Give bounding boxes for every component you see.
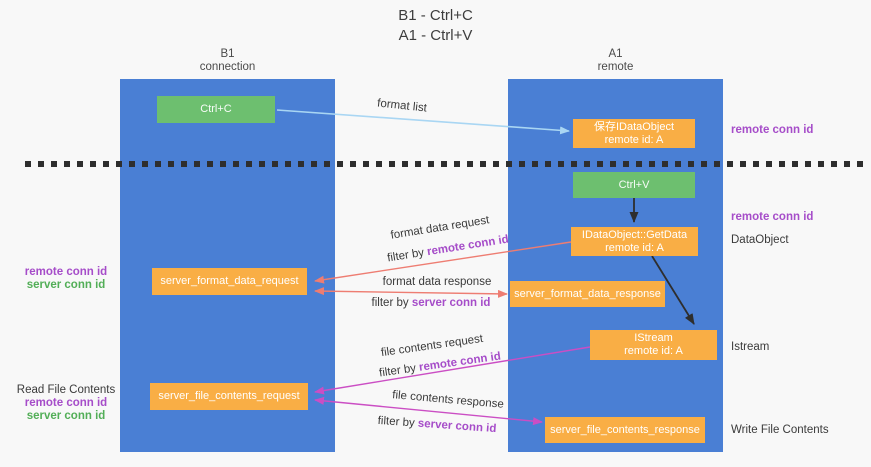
title-line-2: A1 - Ctrl+V <box>398 27 473 44</box>
server-format-data-request-label: server_format_data_request <box>160 275 299 287</box>
diagram-title: B1 - Ctrl+C A1 - Ctrl+V <box>0 6 871 46</box>
server-format-data-response-label: server_format_data_response <box>514 287 661 300</box>
annotation-dataobject: DataObject <box>731 234 789 246</box>
edge-label-filter-file-response: filter by server conn id <box>377 415 496 435</box>
lane-a1-role: remote <box>597 61 634 73</box>
annotation-istream: Istream <box>731 341 770 353</box>
annotation-read-file-contents: Read File Contents remote conn id server… <box>6 384 126 423</box>
node-server-format-data-response: server_format_data_response <box>510 281 665 307</box>
istream-line2: remote id: A <box>624 345 683 357</box>
annotation-format-conn-ids: remote conn id server conn id <box>6 266 126 292</box>
server-file-contents-request-label: server_file_contents_request <box>158 390 300 402</box>
filter-prefix: filter by <box>386 246 425 265</box>
save-idataobject-line1: 保存IDataObject <box>593 120 675 133</box>
edge-label-format-list: format list <box>377 97 428 114</box>
file-contents-response-text: file contents response <box>391 389 505 411</box>
filter-key-server-conn-id: server conn id <box>417 417 497 436</box>
annotation-server-conn-id: server conn id <box>26 410 106 422</box>
format-list-text: format list <box>376 97 428 115</box>
lane-b1-role: connection <box>199 61 256 73</box>
edge-label-filter-format-response: filter by server conn id <box>372 297 491 309</box>
filter-prefix: filter by <box>371 297 409 309</box>
node-server-file-contents-request: server_file_contents_request <box>150 383 308 410</box>
save-idataobject-line2: remote id: A <box>604 133 664 146</box>
annotation-write-file-contents: Write File Contents <box>731 424 829 436</box>
annotation-remote-conn-id-save: remote conn id <box>731 124 814 136</box>
edge-label-format-data-response: format data response <box>383 276 492 288</box>
edge-label-file-contents-response: file contents response <box>392 389 504 411</box>
ctrl-c-label: Ctrl+C <box>200 103 232 115</box>
node-save-idataobject: 保存IDataObject remote id: A <box>573 119 695 148</box>
annotation-remote-conn-id: remote conn id <box>24 397 108 409</box>
lane-a1-name: A1 <box>608 48 623 60</box>
filter-key-remote-conn-id: remote conn id <box>426 233 510 259</box>
lane-header-b1: B1 connection <box>120 48 335 74</box>
dashed-divider <box>25 161 863 167</box>
read-file-contents-label: Read File Contents <box>16 384 116 396</box>
node-istream: IStream remote id: A <box>590 330 717 360</box>
lane-b1-name: B1 <box>220 48 235 60</box>
filter-key-remote-conn-id: remote conn id <box>418 350 502 374</box>
node-ctrl-v: Ctrl+V <box>573 172 695 198</box>
filter-key-server-conn-id: server conn id <box>411 297 491 309</box>
annotation-remote-conn-id: remote conn id <box>24 266 108 278</box>
getdata-line1: IDataObject::GetData <box>581 228 688 241</box>
node-server-file-contents-response: server_file_contents_response <box>545 417 705 443</box>
node-idataobject-getdata: IDataObject::GetData remote id: A <box>571 227 698 256</box>
format-data-response-text: format data response <box>382 276 492 288</box>
filter-prefix: filter by <box>377 414 416 430</box>
getdata-line2: remote id: A <box>605 241 664 254</box>
format-data-response-arrow <box>314 287 508 298</box>
annotation-server-conn-id: server conn id <box>26 279 106 291</box>
annotation-remote-conn-id-paste: remote conn id <box>731 211 814 223</box>
title-line-1: B1 - Ctrl+C <box>398 7 473 24</box>
istream-line1: IStream <box>634 332 673 344</box>
lane-header-a1: A1 remote <box>508 48 723 74</box>
filter-prefix: filter by <box>378 362 417 380</box>
ctrl-v-label: Ctrl+V <box>618 178 650 191</box>
server-file-contents-response-label: server_file_contents_response <box>550 423 700 436</box>
node-server-format-data-request: server_format_data_request <box>152 268 307 295</box>
node-ctrl-c: Ctrl+C <box>157 96 275 123</box>
